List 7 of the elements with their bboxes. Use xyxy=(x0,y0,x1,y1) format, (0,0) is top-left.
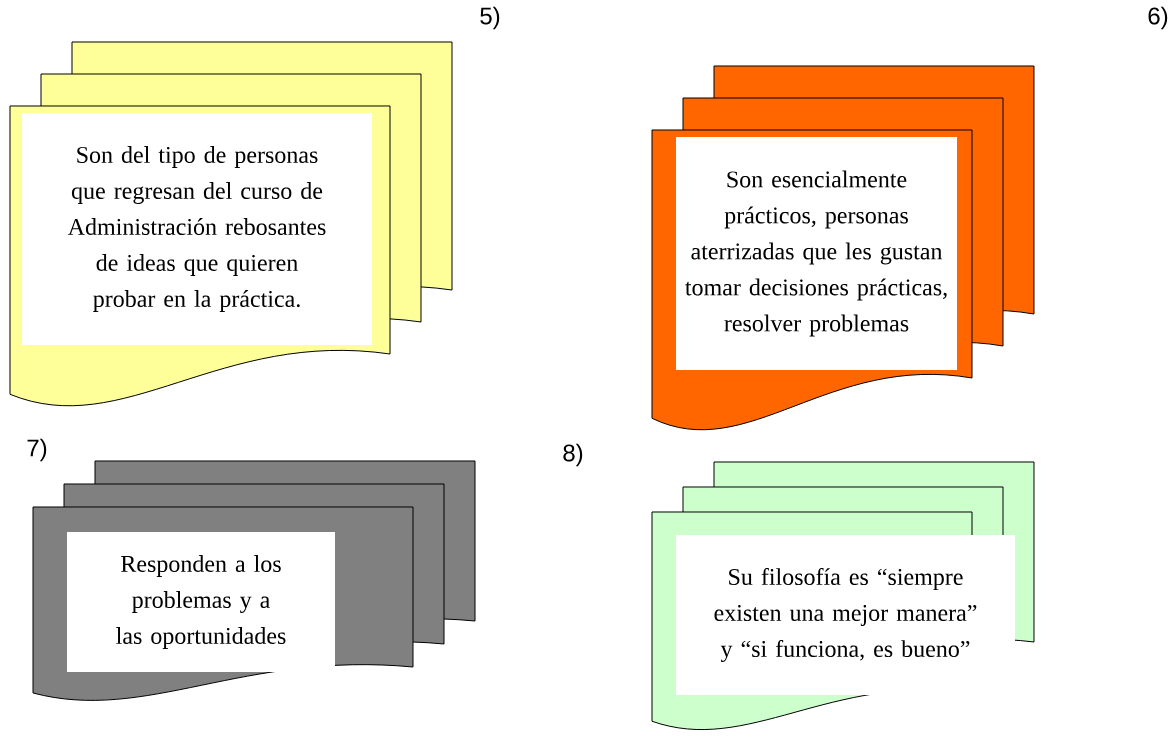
panel-number: 5) xyxy=(480,6,500,30)
document-stack: Son del tipo de personas que regresan del curso de Administración rebosantes de ideas que quieren probar en la práctica. xyxy=(9,41,453,407)
panel-number: 8) xyxy=(563,443,583,467)
document-stack: Son esencialmente prácticos, personas aterrizadas que les gustan tomar decisiones prácticas, resolver problemas xyxy=(651,65,1035,431)
document-stack: Su filosofía es “siempre existen una mejor manera” y “si funciona, es bueno” xyxy=(651,461,1035,731)
panel-number: 6) xyxy=(1148,6,1168,30)
panel-number: 7) xyxy=(27,438,47,462)
